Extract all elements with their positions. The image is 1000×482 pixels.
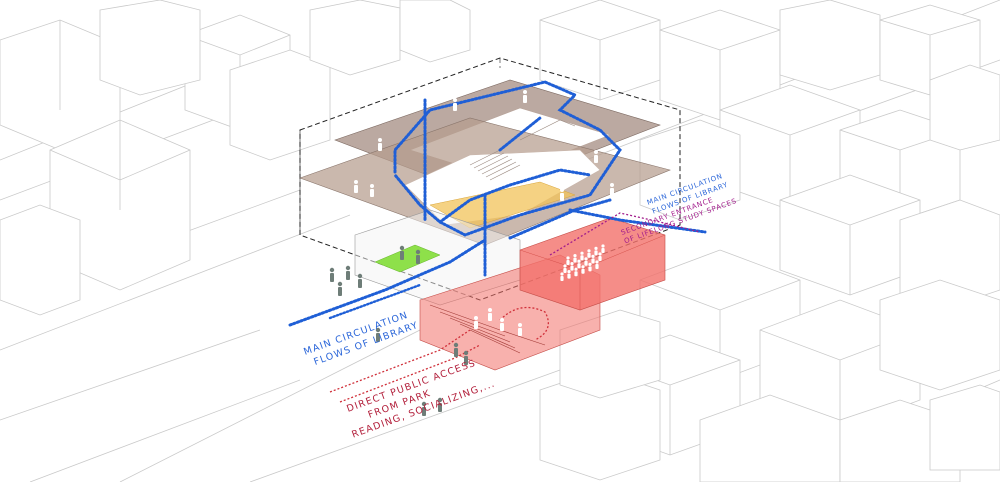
person-icon xyxy=(437,397,443,412)
person-icon xyxy=(595,260,599,269)
person-icon xyxy=(560,272,564,281)
library-building xyxy=(299,57,681,371)
person-icon xyxy=(570,262,574,271)
person-icon xyxy=(594,150,598,163)
person-icon xyxy=(421,401,427,416)
person-icon xyxy=(488,308,492,321)
person-icon xyxy=(598,252,602,261)
person-icon xyxy=(610,183,614,196)
person-icon xyxy=(573,254,577,263)
label-line: DIRECT PUBLIC ACCESS xyxy=(345,358,477,415)
person-icon xyxy=(337,281,343,296)
person-icon xyxy=(580,251,584,261)
right-external-flow xyxy=(568,208,707,234)
person-icon xyxy=(577,259,581,269)
right-flow-lines xyxy=(328,283,422,320)
person-icon xyxy=(588,262,592,272)
person-icon xyxy=(474,316,478,329)
person-icon xyxy=(453,98,457,111)
person-icon xyxy=(463,350,469,365)
person-icon xyxy=(415,249,421,264)
person-icon xyxy=(581,265,585,274)
upper-loop-path xyxy=(393,80,622,237)
person-icon xyxy=(574,267,578,277)
person-icon xyxy=(601,244,605,253)
people-figures-inside xyxy=(354,90,614,336)
atrium-staircase xyxy=(469,119,576,181)
label-public-access: DIRECT PUBLIC ACCESS FROM PARK READING, … xyxy=(345,358,497,441)
person-icon xyxy=(594,246,598,256)
person-icon xyxy=(584,257,588,266)
circulation-flows xyxy=(288,80,707,327)
person-icon xyxy=(329,267,335,282)
person-icon xyxy=(345,265,351,280)
person-icon xyxy=(518,323,522,336)
people-figures-outside xyxy=(329,245,469,416)
envelope-vertical-edges xyxy=(299,58,501,235)
person-icon xyxy=(375,327,381,342)
person-icon xyxy=(370,184,374,197)
person-icon xyxy=(566,256,570,265)
person-icon xyxy=(591,254,595,264)
diagonal-stair-flow xyxy=(498,116,542,152)
person-icon xyxy=(563,264,567,273)
person-icon xyxy=(567,270,571,279)
secondary-entrance-path xyxy=(549,212,701,256)
person-icon xyxy=(357,273,363,288)
person-icon xyxy=(587,249,591,258)
person-icon xyxy=(523,90,527,103)
person-icon xyxy=(560,188,564,201)
green-garden-patch xyxy=(374,244,441,273)
person-icon xyxy=(378,138,382,151)
study-audience-grid xyxy=(560,244,605,281)
public-access-paths xyxy=(329,306,549,403)
inner-loop-path xyxy=(438,168,592,224)
person-icon xyxy=(500,318,504,331)
left-entry-flow xyxy=(288,238,487,327)
person-icon xyxy=(399,245,405,260)
person-icon xyxy=(354,180,358,193)
person-icon xyxy=(453,342,459,357)
